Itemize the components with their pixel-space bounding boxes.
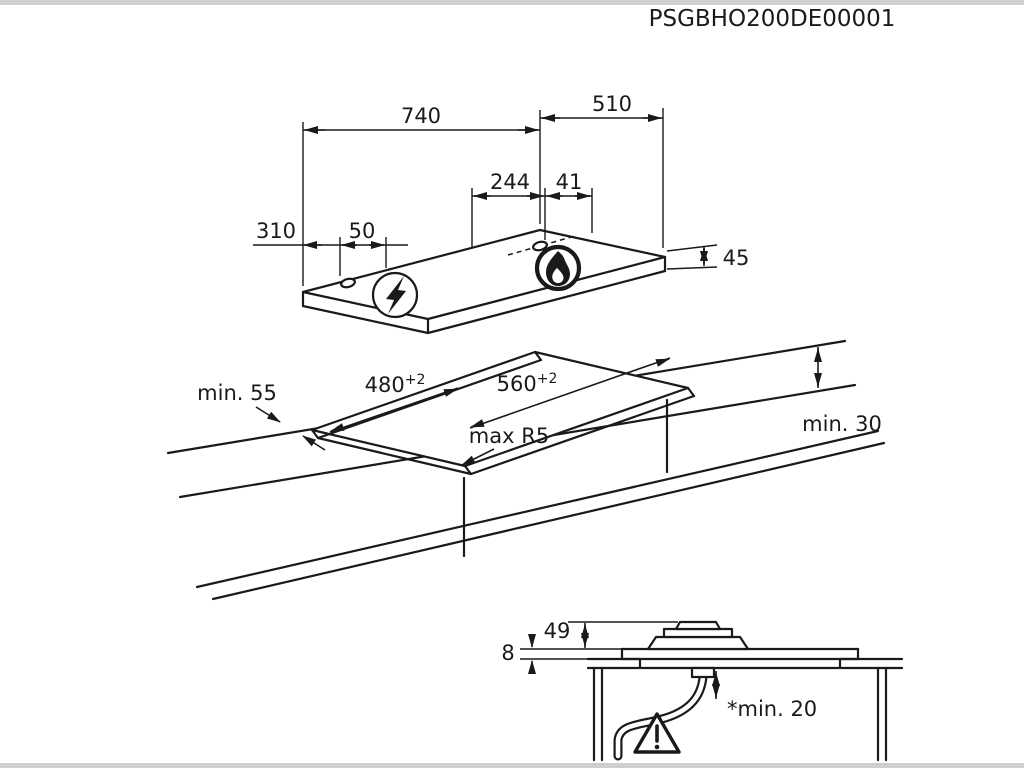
dim-50-label: 50 [349,219,376,243]
hose-connector [690,666,716,679]
dim-480: 480+2 [329,372,459,433]
max-r5-label: max R5 [469,424,549,448]
lightning-bolt-icon [386,276,406,314]
dim-41-label: 41 [556,170,583,194]
dim-8-label: 8 [501,641,514,665]
dim-560-label: 560+2 [497,371,558,396]
dim-740-label: 740 [401,104,441,128]
letterbox-bottom [0,763,1024,768]
burner-cap-profile [674,620,722,631]
dim-310-label: 310 [256,219,296,243]
dim-min-20: *min. 20 [712,671,817,721]
letterbox-top [0,0,1024,5]
electric-plate-icon [371,271,419,319]
dim-min-55: min. 55 [197,381,326,451]
burner-centerline [507,235,576,256]
min-30-label: min. 30 [802,412,882,436]
warning-triangle-icon [633,712,681,754]
dim-49: 49 [544,619,678,648]
min-55-label: min. 55 [197,381,277,405]
dim-49-label: 49 [544,619,571,643]
worktop-cutout-view [166,339,886,601]
dim-244-41: 244 41 [471,170,593,247]
min-20-label: *min. 20 [727,697,817,721]
hob-top-view [301,228,667,335]
burner-body-profile [662,627,734,639]
flame-icon [546,251,570,286]
gas-burner-icon [534,244,582,292]
cabinet-front-edge-lower [211,441,886,601]
igniter-icon [340,277,356,289]
section-detail-view: 49 8 *min. 20 [501,619,904,762]
dim-min-30: min. 30 [802,347,882,436]
burner-base-profile [646,635,750,651]
dim-480-label: 480+2 [365,372,426,397]
dim-560: 560+2 [469,357,671,429]
dim-8: 8 [501,634,622,674]
dim-45-label: 45 [723,246,750,270]
dim-740: 740 [302,104,541,286]
dim-45: 45 [666,244,750,270]
dim-310-50: 310 50 [253,219,408,276]
cabinet-front-edge [195,429,880,589]
dim-244-label: 244 [490,170,530,194]
hob-section-profile [620,620,860,661]
dim-510-label: 510 [592,92,632,116]
dim-510: 510 [540,92,664,248]
hob-outline [301,228,667,321]
dim-max-r5: max R5 [461,424,549,466]
drawing-code: PSGBHO200DE00001 [649,6,896,32]
igniter-icon [532,240,548,252]
